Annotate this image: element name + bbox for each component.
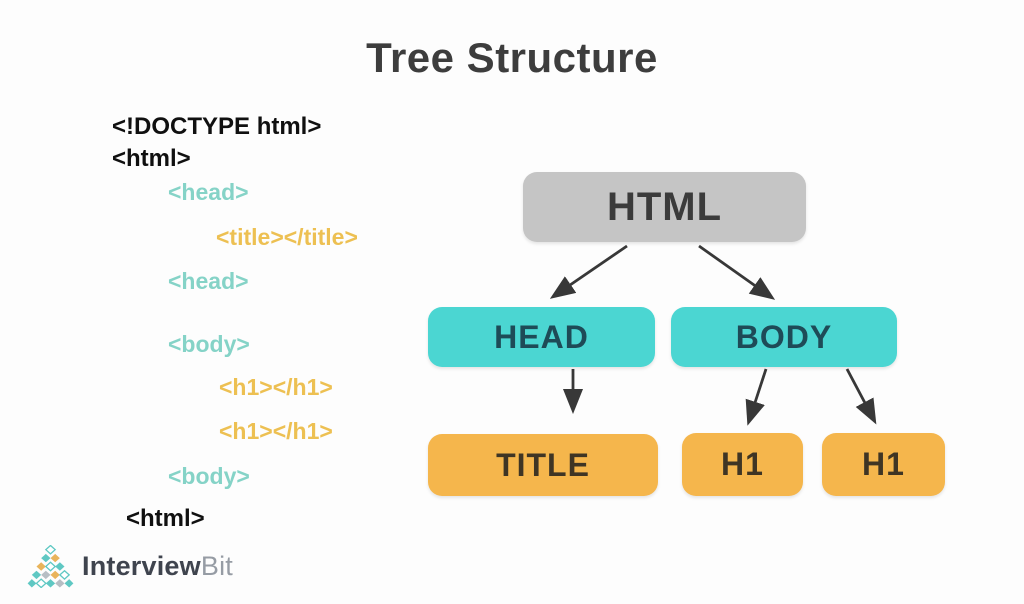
code-line-head-open: <head>: [168, 179, 249, 205]
tree-node-body-label: BODY: [735, 318, 833, 355]
edge-body-h1a: [745, 368, 768, 426]
code-line-doctype: <!DOCTYPE html>: [112, 113, 322, 140]
edge-html-body: [698, 244, 776, 300]
tree-node-head: HEAD: [428, 307, 655, 367]
interviewbit-logo-icon: [27, 545, 74, 588]
tree-node-h1-left-label: H1: [721, 446, 764, 482]
logo-wordmark: InterviewBit: [82, 551, 233, 582]
tree-node-title: TITLE: [428, 434, 658, 496]
tree-node-html-label: HTML: [606, 184, 723, 229]
code-line-html-close: <html>: [126, 505, 205, 532]
logo-text-primary: Interview: [82, 551, 201, 581]
tree-node-h1-right: H1: [822, 433, 945, 496]
tree-node-body: BODY: [671, 307, 897, 367]
code-line-h1-first: <h1></h1>: [219, 374, 333, 400]
edge-html-head: [549, 244, 628, 299]
logo-text-secondary: Bit: [200, 551, 233, 581]
code-line-head-close: <head>: [168, 268, 249, 294]
edge-body-h1b: [845, 368, 877, 425]
code-line-body-open: <body>: [168, 331, 250, 357]
tree-node-head-label: HEAD: [494, 318, 589, 355]
code-line-title: <title></title>: [216, 224, 358, 250]
tree-node-html: HTML: [523, 172, 806, 242]
tree-node-h1-left: H1: [682, 433, 803, 496]
code-line-body-close: <body>: [168, 463, 250, 489]
tree-node-h1-right-label: H1: [862, 446, 905, 482]
page-title: Tree Structure: [366, 34, 658, 81]
tree-node-title-label: TITLE: [496, 446, 590, 483]
code-line-h1-second: <h1></h1>: [219, 418, 333, 444]
code-line-html-open: <html>: [112, 145, 191, 172]
interviewbit-logo: InterviewBit: [27, 545, 233, 588]
